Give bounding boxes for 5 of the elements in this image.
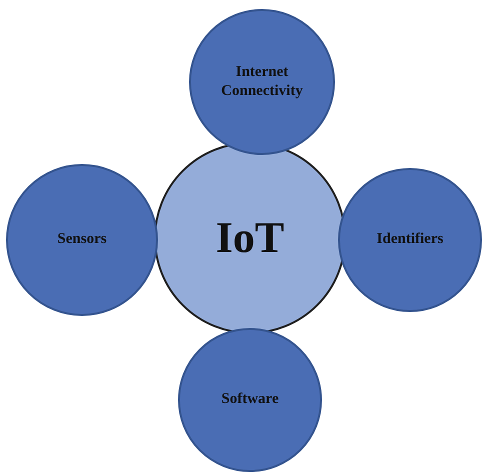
node-label: Internet Connectivity [220,62,304,101]
node-label: Software [221,390,279,410]
node-label: IoT [216,212,284,264]
node-label: Identifiers [376,230,444,250]
node-label: Sensors [57,230,107,250]
